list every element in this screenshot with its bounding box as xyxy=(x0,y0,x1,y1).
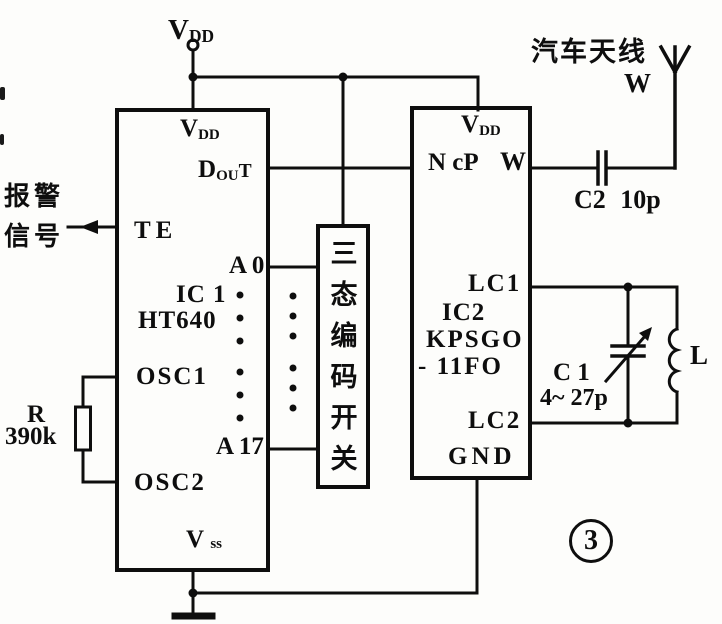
switch-block-box xyxy=(316,224,370,489)
scan-artifact xyxy=(0,134,4,145)
vdd-supply-label: VDD xyxy=(168,14,215,47)
ic1-part-label: HT640 xyxy=(138,307,217,334)
ic2-ref-label: IC2 xyxy=(442,299,486,326)
ic1-pin-osc2: OSC2 xyxy=(134,469,206,496)
resistor-symbol xyxy=(74,375,119,484)
ic1-pin-a17: A 17 xyxy=(216,433,264,460)
address-ellipsis-dots xyxy=(236,291,297,422)
ic1-box xyxy=(115,108,270,572)
antenna-label: 汽车天线 xyxy=(531,37,647,67)
ic1-pin-te: TE xyxy=(134,217,178,244)
vdd-sub: DD xyxy=(188,26,215,47)
alarm-signal-label-line2: 信号 xyxy=(4,222,65,251)
c1-ref-label: C 1 xyxy=(553,359,590,386)
c2-label: C2 10p xyxy=(574,185,661,214)
variable-capacitor-c1-symbol xyxy=(603,285,652,425)
ic2-box xyxy=(410,106,532,480)
te-input-wire xyxy=(66,220,119,234)
ic2-pin-gnd: GND xyxy=(448,443,516,470)
ic2-part-label-line2: - 11FO xyxy=(418,353,503,380)
resistor-value-label: 390k xyxy=(5,423,57,450)
ic1-ref-label: IC 1 xyxy=(176,281,227,308)
ic2-pin-lc2: LC2 xyxy=(468,407,522,434)
scan-artifact xyxy=(0,87,5,100)
junction-dots xyxy=(188,72,633,598)
ic2-part-label-line1: KPSGO xyxy=(426,326,524,353)
ic2-pin-ncp: N cP xyxy=(428,149,479,176)
c1-value-label: 4~ 27p xyxy=(540,385,608,411)
ic2-pin-vdd: VDD xyxy=(461,111,501,139)
capacitor-c2-symbol xyxy=(596,150,608,186)
ic1-pin-a0: A 0 xyxy=(229,252,265,279)
antenna-icon xyxy=(658,44,692,170)
ic1-pin-osc1: OSC1 xyxy=(136,363,208,390)
vdd-main: V xyxy=(168,14,189,46)
inductor-symbol xyxy=(667,285,683,425)
figure-number-badge: 3 xyxy=(569,519,613,563)
ic2-pin-w: W xyxy=(500,147,526,176)
resistor-ref-label: R xyxy=(27,401,46,428)
ic2-pin-lc1: LC1 xyxy=(468,270,522,297)
alarm-signal-label-line1: 报警 xyxy=(4,182,65,211)
ic1-pin-dout: DOUT xyxy=(198,156,252,184)
ic1-pin-vss: V ss xyxy=(186,526,222,553)
ic1-pin-vdd: VDD xyxy=(180,115,220,143)
switch-block-label: 三态编码开关 xyxy=(330,239,358,474)
inductor-ref-label: L xyxy=(690,340,709,370)
antenna-terminal-label: W xyxy=(624,68,651,98)
